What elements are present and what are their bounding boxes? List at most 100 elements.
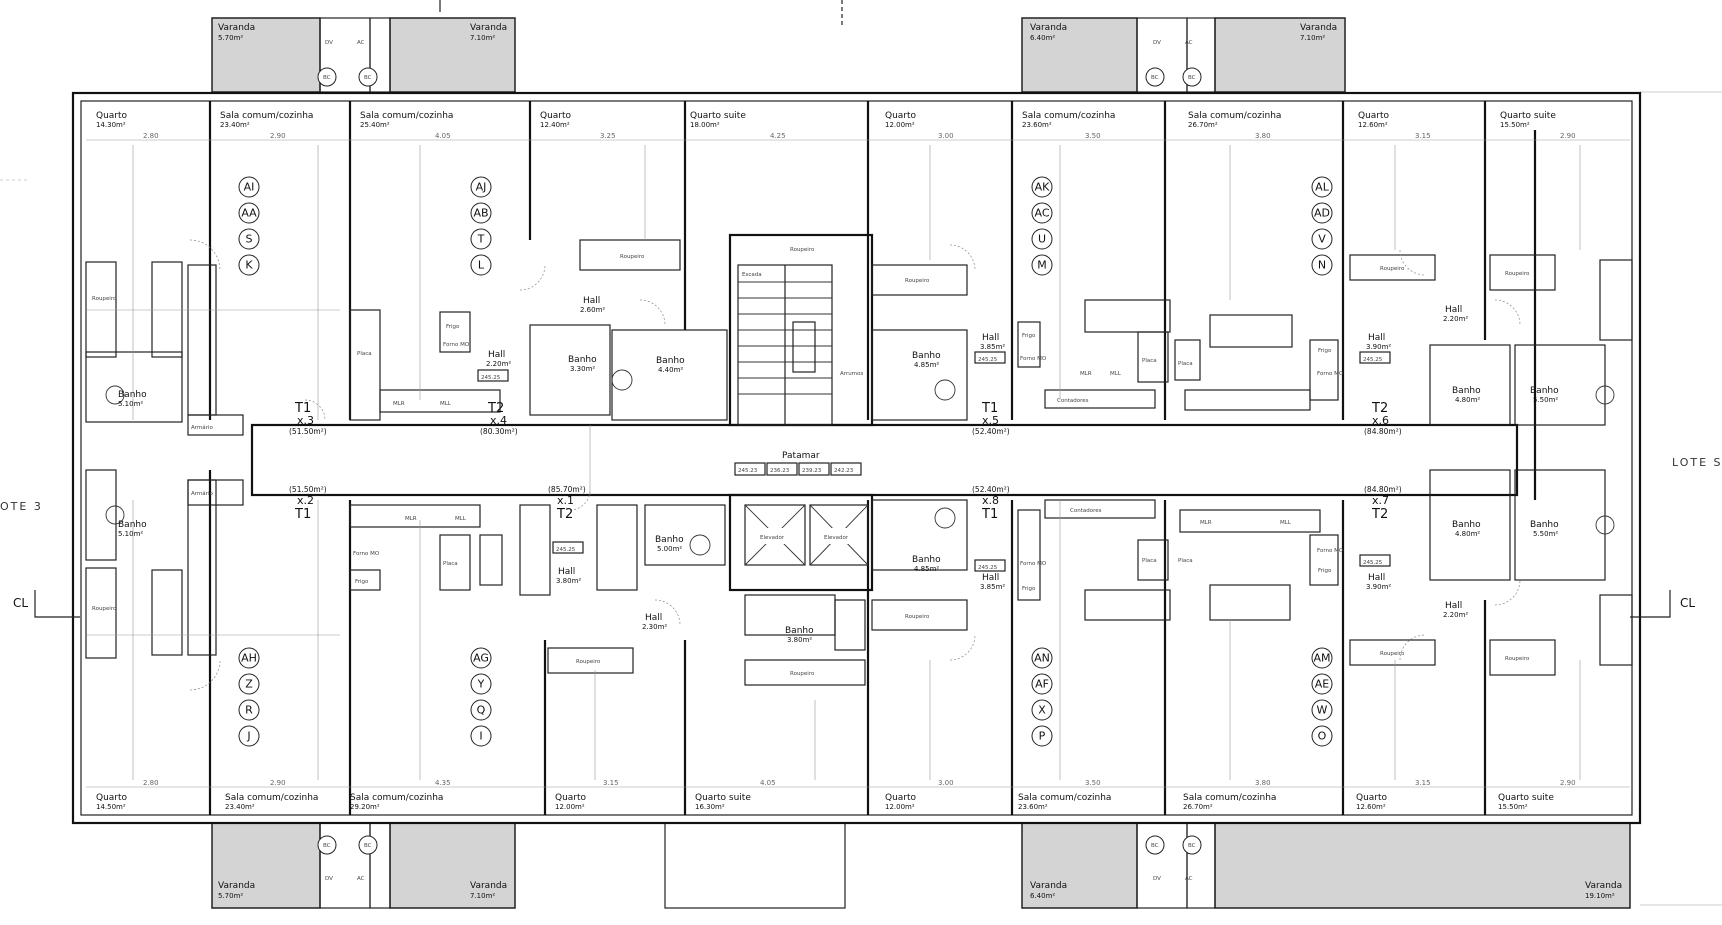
dim-top-2: 2.90 [270, 132, 286, 140]
roupeiro-bottom-5: Roupeiro [1380, 651, 1405, 657]
roupeiro-top-2: Roupeiro [620, 254, 645, 260]
room-top-10-area: 15.50m² [1500, 121, 1530, 129]
hall-7-name: Hall [645, 613, 662, 623]
room-top-5-area: 18.00m² [690, 121, 720, 129]
unit-letter-t3-1: AK [1035, 181, 1051, 194]
placa-bottom-2: Placa [1142, 558, 1157, 564]
hall-3-name: Hall [982, 333, 999, 343]
dim-bottom-6: 3.00 [938, 779, 954, 787]
service-zones-bottom: Roupeiro Roupeiro Roupeiro Roupeiro Roup… [85, 469, 1633, 686]
forno-bottom-1: Forno MO [353, 551, 380, 557]
bath-12-area: 5.50m² [1533, 530, 1558, 538]
bath-7-name: Banho [118, 520, 147, 530]
apartment-markers: T1 x.3 (51.50m²) T2 x.4 (80.30m²) T1 x.5… [289, 401, 1402, 522]
elevators: Elevador Elevador [728, 493, 874, 592]
landing-level-3: 239.23 [802, 468, 822, 474]
unit-letter-b3-2: AF [1035, 678, 1049, 691]
shaft-bc-bottom-1: BC [323, 843, 331, 849]
landing-label: Patamar [782, 451, 820, 461]
unit-letter-t2-2: AB [473, 207, 488, 220]
hall-10-name: Hall [1445, 601, 1462, 611]
level-tag-1: 245.25 [481, 375, 501, 381]
balcony-top-4-name: Varanda [1300, 23, 1337, 33]
unit-letter-b1-2: Z [245, 678, 253, 691]
apt-bottom-3-area: (52.40m²) [972, 485, 1010, 494]
room-top-1-area: 14.30m² [96, 121, 126, 129]
level-tag-5: 245.25 [978, 565, 998, 571]
unit-letter-t4-2: AD [1314, 207, 1330, 220]
rooms-top: Quarto 14.30m² Sala comum/cozinha 23.40m… [96, 111, 1556, 129]
hall-4-area: 3.90m² [1366, 343, 1391, 351]
bath-2-name: Banho [568, 355, 597, 365]
room-bottom-9-name: Quarto [1356, 793, 1388, 803]
dim-top-10: 2.90 [1560, 132, 1576, 140]
balcony-top-3-area: 6.40m² [1030, 34, 1055, 42]
dim-top-9: 3.15 [1415, 132, 1431, 140]
bath-9-name: Banho [785, 626, 814, 636]
bath-1-area: 5.10m² [118, 400, 143, 408]
armario-top: Armário [191, 424, 213, 431]
balcony-bottom-1-name: Varanda [218, 881, 255, 891]
dim-bottom-8: 3.80 [1255, 779, 1271, 787]
balcony-top-1-area: 5.70m² [218, 34, 243, 42]
unit-letters: AI AA S K AJ AB T L AK AC U M AL AD V N … [238, 176, 1333, 747]
hall-3-area: 3.85m² [980, 343, 1005, 351]
roupeiro-top-1: Roupeiro [92, 296, 117, 302]
unit-letter-t1-1: AI [244, 181, 255, 194]
bath-2-area: 3.30m² [570, 365, 595, 373]
room-bottom-2-area: 23.40m² [225, 803, 255, 811]
roupeiro-bottom-3: Roupeiro [790, 671, 815, 677]
room-bottom-1-area: 14.50m² [96, 803, 126, 811]
landing-level-1: 245.23 [738, 468, 758, 474]
unit-letter-b2-3: Q [477, 704, 486, 717]
dim-bottom-10: 2.90 [1560, 779, 1576, 787]
roupeiro-top-5: Roupeiro [1505, 271, 1530, 277]
bath-1-name: Banho [118, 390, 147, 400]
apt-top-2-type: T2 [487, 401, 504, 416]
room-bottom-9-area: 12.60m² [1356, 803, 1386, 811]
room-top-7-name: Sala comum/cozinha [1022, 111, 1115, 121]
roupeiro-bottom-6: Roupeiro [1505, 656, 1530, 662]
shaft-bc-bottom-4: BC [1188, 843, 1196, 849]
balcony-top-2-name: Varanda [470, 23, 507, 33]
room-top-8-name: Sala comum/cozinha [1188, 111, 1281, 121]
landing-level-2: 236.23 [770, 468, 790, 474]
hall-9-area: 3.90m² [1366, 583, 1391, 591]
room-top-6-area: 12.00m² [885, 121, 915, 129]
bath-5-area: 4.80m² [1455, 396, 1480, 404]
elevator-1-label: Elevador [760, 535, 785, 541]
frigo-bottom-2: Frigo [1022, 586, 1036, 592]
dim-top-1: 2.80 [143, 132, 159, 140]
apt-bottom-1-area: (51.50m²) [289, 485, 327, 494]
hall-4-name: Hall [1368, 333, 1385, 343]
unit-letter-b4-3: W [1317, 704, 1328, 717]
unit-letter-b4-2: AE [1315, 678, 1330, 691]
shaft-bc-bottom-3: BC [1151, 843, 1159, 849]
door-swings [189, 239, 1521, 691]
placa-top-2: Placa [1142, 358, 1157, 364]
hall-1-name: Hall [488, 350, 505, 360]
frigo-bottom-1: Frigo [355, 579, 369, 585]
bath-8-name: Banho [655, 535, 684, 545]
side-labels: OTE 3 LOTE S CL CL [0, 456, 1721, 618]
mlr-bottom-2: MLR [1200, 520, 1212, 526]
bath-8-area: 5.00m² [657, 545, 682, 553]
forno-bottom-3: Forno MO [1317, 548, 1344, 554]
unit-letter-t2-1: AJ [476, 181, 487, 194]
apt-top-2-area: (80.30m²) [480, 427, 518, 436]
bath-4-name: Banho [912, 351, 941, 361]
rooms-bottom: Quarto 14.50m² Sala comum/cozinha 23.40m… [96, 793, 1554, 811]
apt-bottom-2-area: (85.70m²) [548, 485, 586, 494]
bath-10-area: 4.85m² [914, 565, 939, 573]
landing-level-4: 242.23 [834, 468, 854, 474]
balconies-top: Varanda 5.70m² Varanda 7.10m² Varanda 6.… [211, 17, 1346, 93]
dim-top-4: 3.25 [600, 132, 616, 140]
hall-8-name: Hall [982, 573, 999, 583]
room-top-8-area: 26.70m² [1188, 121, 1218, 129]
roupeiro-top-3: Roupeiro [905, 278, 930, 284]
shaft-ac-bottom-1: AC [357, 876, 365, 882]
apt-top-1-area: (51.50m²) [289, 427, 327, 436]
room-top-6-name: Quarto [885, 111, 917, 121]
apt-bottom-1-count: x.2 [297, 494, 314, 507]
room-top-7-area: 23.60m² [1022, 121, 1052, 129]
